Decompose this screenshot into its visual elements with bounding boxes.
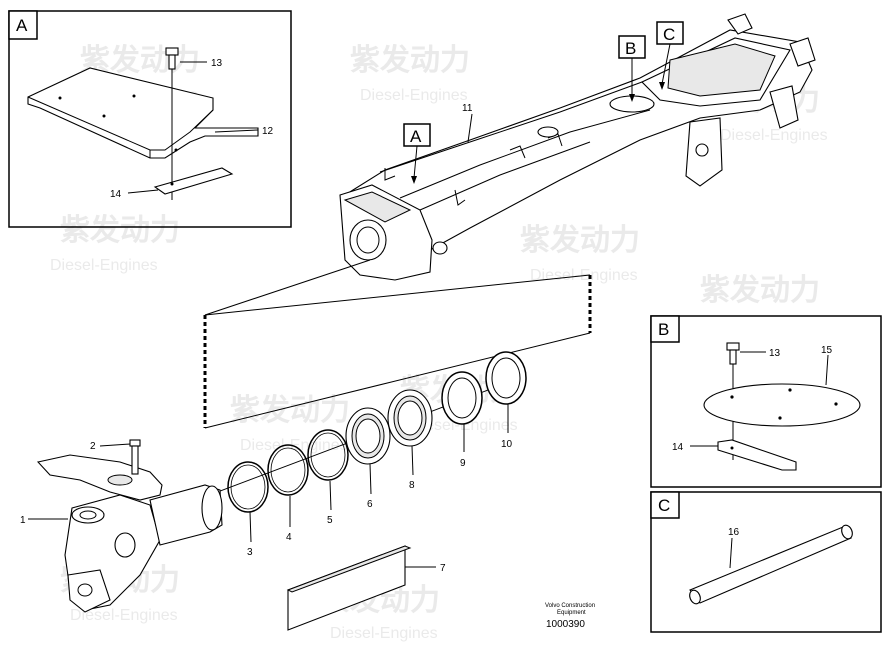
detail-b-label: B: [658, 320, 669, 339]
tube-part-16: [689, 524, 853, 605]
watermark-en-2: Diesel-Engines: [360, 87, 468, 104]
ring-part-4: [267, 444, 309, 496]
watermark-en-3: Diesel-Engines: [50, 257, 158, 274]
watermark-en-8: Diesel-Engines: [330, 625, 438, 642]
frame-detail-c-marker: C: [656, 21, 684, 90]
callout-14-detail-b: 14: [672, 442, 684, 453]
assembly-bracket: [203, 259, 592, 429]
callout-16: 16: [728, 527, 740, 538]
callout-15: 15: [821, 345, 833, 356]
callout-14-detail-a: 14: [110, 189, 122, 200]
frame-part-11: [339, 13, 816, 281]
drawing-number: 1000390: [546, 619, 585, 630]
watermark-cn-2: 紫发动力: [350, 44, 470, 77]
bushing-part-6: [345, 407, 391, 465]
detail-b-panel: B 13 15 14: [650, 315, 882, 488]
watermark-en-9: Diesel-Engines: [720, 127, 828, 144]
callout-13-detail-b: 13: [769, 348, 781, 359]
watermark-cn-5: 紫发动力: [230, 394, 350, 427]
watermark-cn-3: 紫发动力: [60, 214, 180, 247]
callout-5: 5: [327, 515, 333, 526]
detail-a-label: A: [16, 16, 28, 35]
callout-3: 3: [247, 547, 253, 558]
frame-detail-a-marker: A: [403, 123, 431, 184]
callout-6: 6: [367, 499, 373, 510]
bushing-part-8: [387, 389, 433, 447]
callout-2: 2: [90, 441, 96, 452]
callout-8: 8: [409, 480, 415, 491]
plate-part-12: [27, 67, 259, 159]
frame-marker-c: C: [663, 25, 675, 44]
footer-company: Volvo Construction: [545, 603, 595, 609]
callout-9: 9: [460, 458, 466, 469]
ring-part-10: [485, 351, 527, 405]
bolt-part-2: [129, 439, 141, 475]
callout-1: 1: [20, 515, 26, 526]
watermark-cn-10: 紫发动力: [700, 274, 820, 307]
ring-part-3: [227, 461, 269, 513]
shim-part-7: [286, 545, 412, 631]
callout-13-detail-a: 13: [211, 58, 223, 69]
footer-company-sub: Equipment: [557, 610, 586, 616]
detail-c-panel: C 16: [650, 491, 882, 633]
watermark-en-7: Diesel-Engines: [70, 607, 178, 624]
callout-11: 11: [462, 103, 473, 114]
strap-part-14: [153, 167, 234, 195]
frame-detail-b-marker: B: [618, 35, 646, 102]
trunnion-part-1: [36, 454, 223, 613]
frame-marker-a: A: [410, 127, 422, 146]
callout-12: 12: [262, 126, 274, 137]
detail-a-panel: A 13 12 14: [8, 10, 292, 228]
callout-10: 10: [501, 439, 513, 450]
ring-part-9: [441, 371, 483, 425]
ring-part-5: [307, 429, 349, 481]
callout-4: 4: [286, 532, 292, 543]
bolt-part-13: [165, 47, 179, 200]
callout-7: 7: [440, 563, 446, 574]
detail-c-label: C: [658, 496, 670, 515]
watermark-cn-4: 紫发动力: [520, 224, 640, 257]
frame-marker-b: B: [625, 39, 636, 58]
